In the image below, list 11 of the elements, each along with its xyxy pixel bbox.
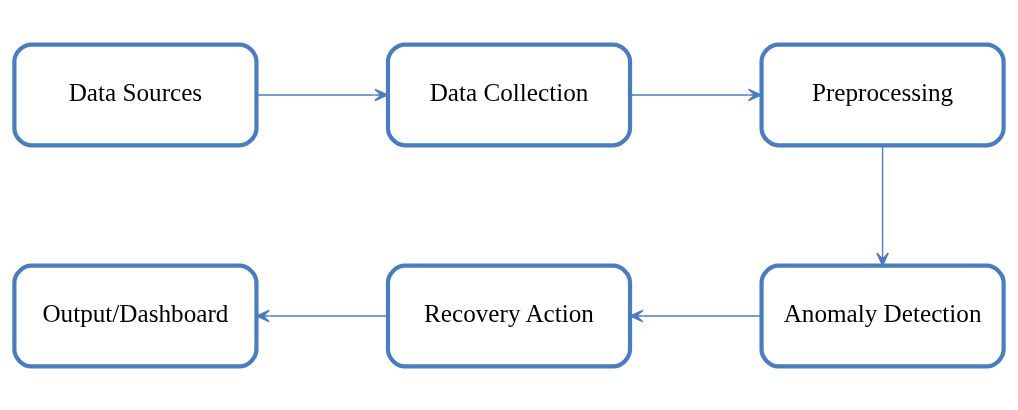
node-box: Data Sources [12,42,259,147]
arrow [256,309,389,322]
node-box: Anomaly Detection [759,263,1006,368]
arrow [876,144,889,266]
node-box: Output/Dashboard [12,263,259,368]
arrow [629,88,762,101]
node-box: Data Collection [385,42,633,147]
arrow [256,88,389,101]
arrow [629,309,762,322]
node-box: Preprocessing [759,42,1006,147]
node-box: Recovery Action [385,263,633,368]
